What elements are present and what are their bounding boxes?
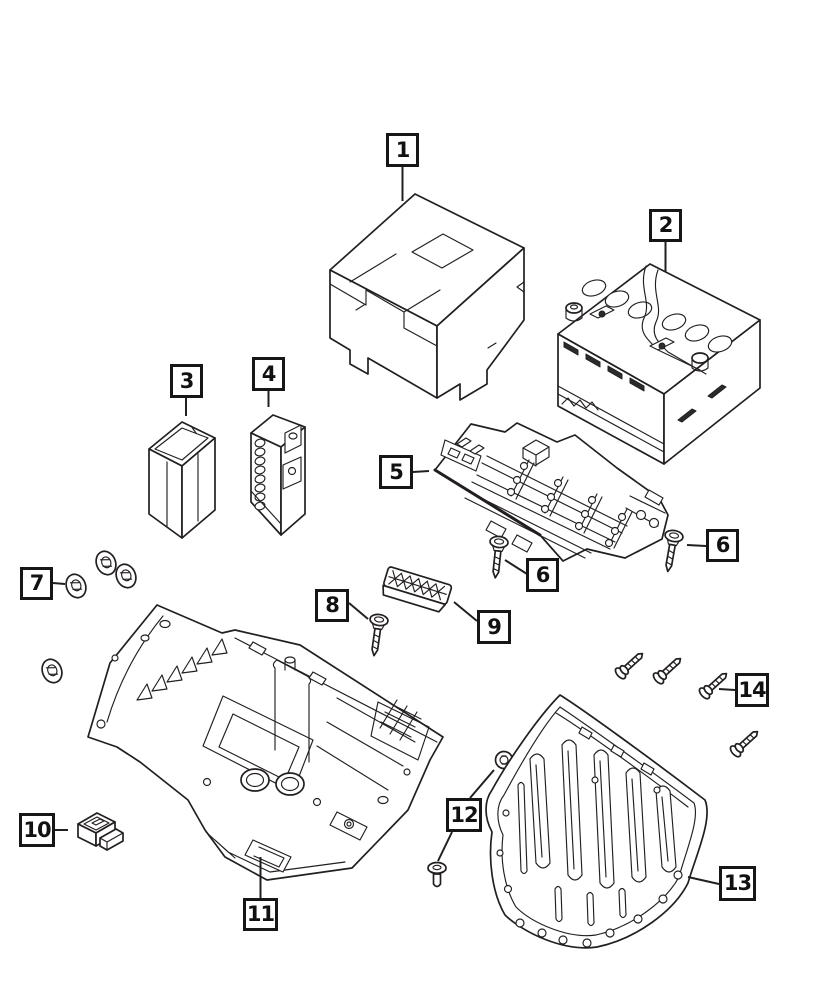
callout-3-label: 3 bbox=[179, 368, 195, 393]
callout-8-label: 8 bbox=[325, 593, 340, 617]
tray-screw-center-drawing bbox=[489, 535, 509, 579]
leader-lines bbox=[52, 166, 736, 898]
support-screw-drawing bbox=[369, 613, 389, 657]
battery-drawing bbox=[557, 263, 761, 465]
callout-1[interactable]: 1 bbox=[386, 133, 419, 167]
flange-nut-drawing-4 bbox=[41, 658, 63, 684]
callout-7-label: 7 bbox=[29, 571, 45, 595]
callout-6-center[interactable]: 6 bbox=[526, 558, 559, 592]
callout-2[interactable]: 2 bbox=[649, 209, 682, 242]
bolt-drawing-1 bbox=[614, 652, 644, 680]
callout-4[interactable]: 4 bbox=[252, 357, 285, 391]
callout-6-center-label: 6 bbox=[535, 562, 551, 587]
aux-battery-cover-drawing bbox=[148, 421, 216, 539]
callout-9-label: 9 bbox=[487, 614, 502, 639]
battery-cover-drawing bbox=[329, 193, 525, 401]
callout-8[interactable]: 8 bbox=[315, 589, 349, 622]
callout-10[interactable]: 10 bbox=[19, 813, 55, 847]
callout-5[interactable]: 5 bbox=[379, 455, 413, 489]
leader-line-7 bbox=[52, 582, 66, 585]
callout-6-right-label: 6 bbox=[715, 533, 731, 557]
leader-line-8 bbox=[348, 602, 369, 620]
leader-line-6b bbox=[686, 544, 707, 547]
callout-11-label: 11 bbox=[246, 902, 275, 926]
callout-3[interactable]: 3 bbox=[170, 364, 203, 398]
push-pin-bottom-drawing bbox=[427, 861, 447, 888]
battery-support-tray-drawing bbox=[87, 604, 444, 881]
flange-nut-drawing-3 bbox=[115, 563, 137, 589]
bolt-drawing-4 bbox=[729, 730, 759, 758]
leader-line-12a bbox=[469, 769, 495, 799]
callout-12[interactable]: 12 bbox=[446, 798, 482, 832]
callout-2-label: 2 bbox=[658, 213, 674, 237]
callout-7[interactable]: 7 bbox=[20, 567, 53, 600]
callout-14-label: 14 bbox=[738, 677, 766, 702]
callout-6-right[interactable]: 6 bbox=[706, 529, 739, 562]
splash-shield-drawing bbox=[485, 694, 708, 949]
leader-line-14 bbox=[718, 688, 736, 691]
callout-11[interactable]: 11 bbox=[243, 898, 278, 931]
callout-14[interactable]: 14 bbox=[735, 673, 769, 707]
flange-nut-drawing-2 bbox=[95, 550, 117, 576]
callout-12-label: 12 bbox=[450, 802, 478, 827]
callout-5-label: 5 bbox=[389, 459, 404, 484]
spacer-block-drawing bbox=[382, 566, 453, 613]
leader-line-9 bbox=[453, 601, 478, 622]
aux-battery-drawing bbox=[250, 414, 306, 536]
callout-13-label: 13 bbox=[723, 871, 752, 895]
leader-line-13 bbox=[687, 876, 720, 885]
leader-line-12b bbox=[437, 831, 453, 862]
clip-drawing bbox=[77, 812, 124, 851]
callout-1-label: 1 bbox=[395, 137, 411, 162]
flange-nut-drawing-1 bbox=[65, 573, 87, 599]
bolt-drawing-3 bbox=[698, 672, 728, 700]
tray-screw-right-drawing bbox=[664, 529, 684, 573]
callout-4-label: 4 bbox=[261, 361, 277, 386]
battery-tray-drawing bbox=[433, 422, 669, 562]
leader-line-6a bbox=[504, 559, 528, 575]
callout-13[interactable]: 13 bbox=[719, 866, 756, 901]
bolt-drawing-2 bbox=[652, 657, 682, 685]
callout-10-label: 10 bbox=[23, 817, 51, 842]
callout-9[interactable]: 9 bbox=[477, 610, 511, 644]
leader-line-5 bbox=[412, 470, 430, 473]
